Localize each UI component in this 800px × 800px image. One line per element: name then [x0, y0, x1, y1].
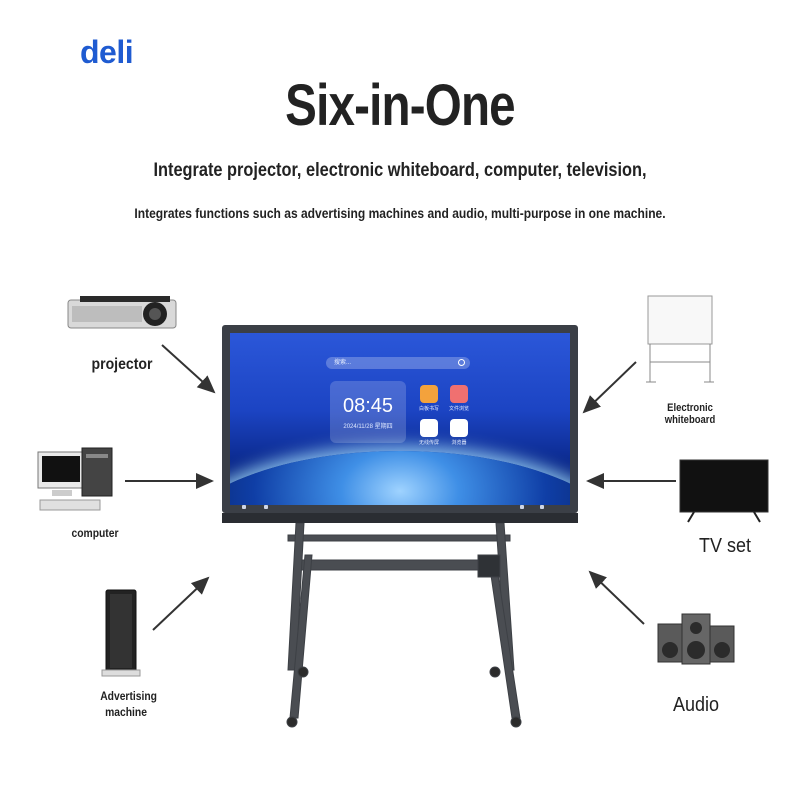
app-label-4: 浏览器	[451, 440, 467, 446]
app-label-3: 无线传屏	[418, 440, 439, 446]
screen-search-bar: 搜索...	[326, 357, 470, 369]
taskbar-icon	[264, 505, 268, 509]
whiteboard-app-icon	[420, 385, 438, 403]
wifi-app-icon	[420, 419, 438, 437]
projector-illustration	[67, 296, 177, 329]
label-audio: Audio	[672, 694, 720, 716]
arrow-projector	[161, 344, 216, 394]
app-label-2: 文件浏览	[448, 406, 469, 412]
app-label-1: 白板书写	[418, 406, 439, 412]
search-icon	[458, 359, 465, 366]
arrow-whiteboard	[582, 361, 637, 414]
files-app-icon	[450, 385, 468, 403]
arrow-advertising	[152, 576, 210, 631]
label-tv-set: TV set	[698, 535, 752, 557]
clock-date: 2024/11/28 星期四	[343, 424, 393, 430]
tv-illustration	[679, 459, 769, 523]
label-computer: computer	[71, 526, 119, 540]
taskbar-icon	[520, 505, 524, 509]
clock-time: 08:45	[342, 395, 394, 417]
brand-logo: deli	[80, 34, 134, 70]
advertising-machine-illustration	[101, 589, 141, 677]
taskbar-icon	[540, 505, 544, 509]
interactive-display-screen: 搜索... 08:45 2024/11/28 星期四 白板书写 文件浏览 无线传…	[230, 333, 570, 505]
earth-wallpaper	[230, 451, 570, 505]
display-bottom-bezel	[222, 513, 578, 523]
screen-search-placeholder: 搜索...	[334, 360, 352, 366]
label-electronic-whiteboard: Electronic whiteboard	[664, 402, 716, 426]
arrow-audio	[588, 570, 645, 625]
label-projector: projector	[91, 356, 153, 373]
browser-app-icon	[450, 419, 468, 437]
subtitle-line-2: Integrates functions such as advertising…	[134, 205, 666, 221]
subtitle-line-1: Integrate projector, electronic whiteboa…	[153, 160, 647, 181]
page-title: Six-in-One	[285, 73, 515, 138]
clock-widget: 08:45 2024/11/28 星期四	[330, 381, 406, 443]
label-advertising-machine: Advertising machine	[100, 689, 157, 719]
mobile-stand	[286, 522, 522, 728]
audio-illustration	[657, 613, 735, 665]
whiteboard-illustration	[646, 295, 714, 383]
taskbar-icon	[242, 505, 246, 509]
computer-illustration	[37, 447, 113, 511]
